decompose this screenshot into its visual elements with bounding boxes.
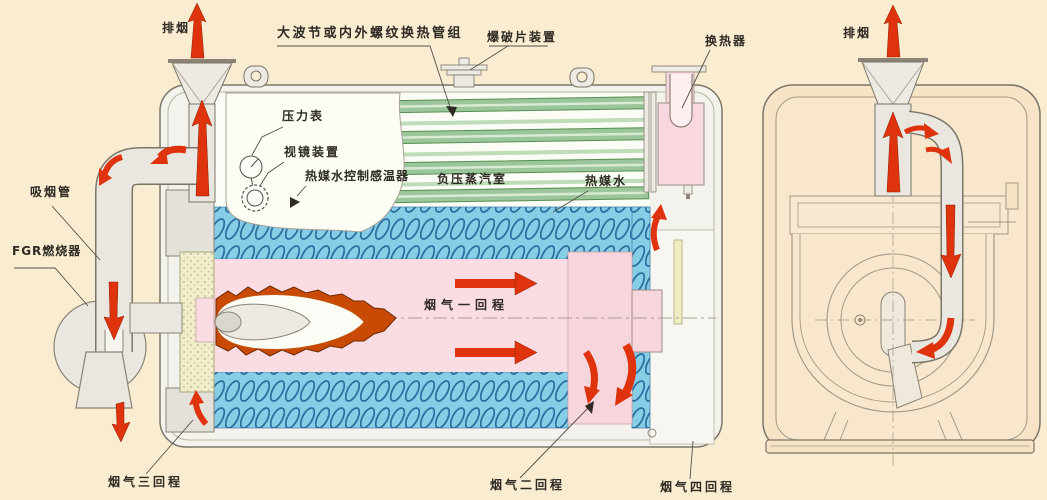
side-view (53, 57, 723, 448)
burner-cone (75, 351, 133, 409)
flue-gas-arrows (99, 2, 962, 443)
pressure-gauge (239, 155, 263, 187)
label-pressure-gauge: 压力表 (282, 109, 325, 123)
burner-flame (214, 285, 397, 357)
label-thermal-water: 热媒水 (585, 174, 628, 188)
sight-glass (241, 184, 269, 212)
label-exhaust-right: 排烟 (843, 26, 872, 40)
label-fgr-burner: FGR燃烧器 (12, 244, 82, 258)
label-flue-pass-4: 烟气四回程 (660, 480, 736, 494)
smoke-suction-pipe (95, 147, 200, 359)
label-heat-exchanger: 换热器 (705, 34, 748, 48)
lifting-lug-left (243, 65, 269, 88)
label-vacuum-steam-chamber: 负压蒸汽室 (437, 172, 508, 186)
burner-barrel (129, 302, 183, 334)
label-flue-pass-1: 烟气一回程 (424, 298, 510, 312)
leader-lines (14, 45, 711, 480)
label-rupture-disc: 爆破片装置 (487, 30, 558, 44)
thermal-water-region (213, 206, 651, 429)
label-sight-glass: 视镜装置 (284, 145, 341, 159)
label-flue-pass-2: 烟气二回程 (490, 478, 566, 492)
label-exhaust-left: 排烟 (162, 21, 191, 35)
lifting-lug-right (569, 67, 595, 88)
end-view (762, 58, 1041, 468)
label-smoke-suction-pipe: 吸烟管 (30, 185, 73, 199)
heat-exchanger (651, 65, 707, 199)
label-temp-controller: 热媒水控制感温器 (305, 169, 410, 183)
rupture-disc-device (440, 57, 488, 88)
front-cutaway (225, 92, 405, 233)
label-flue-pass-3: 烟气三回程 (108, 475, 184, 489)
label-tube-group: 大波节或内外螺纹换热管组 (277, 26, 464, 41)
